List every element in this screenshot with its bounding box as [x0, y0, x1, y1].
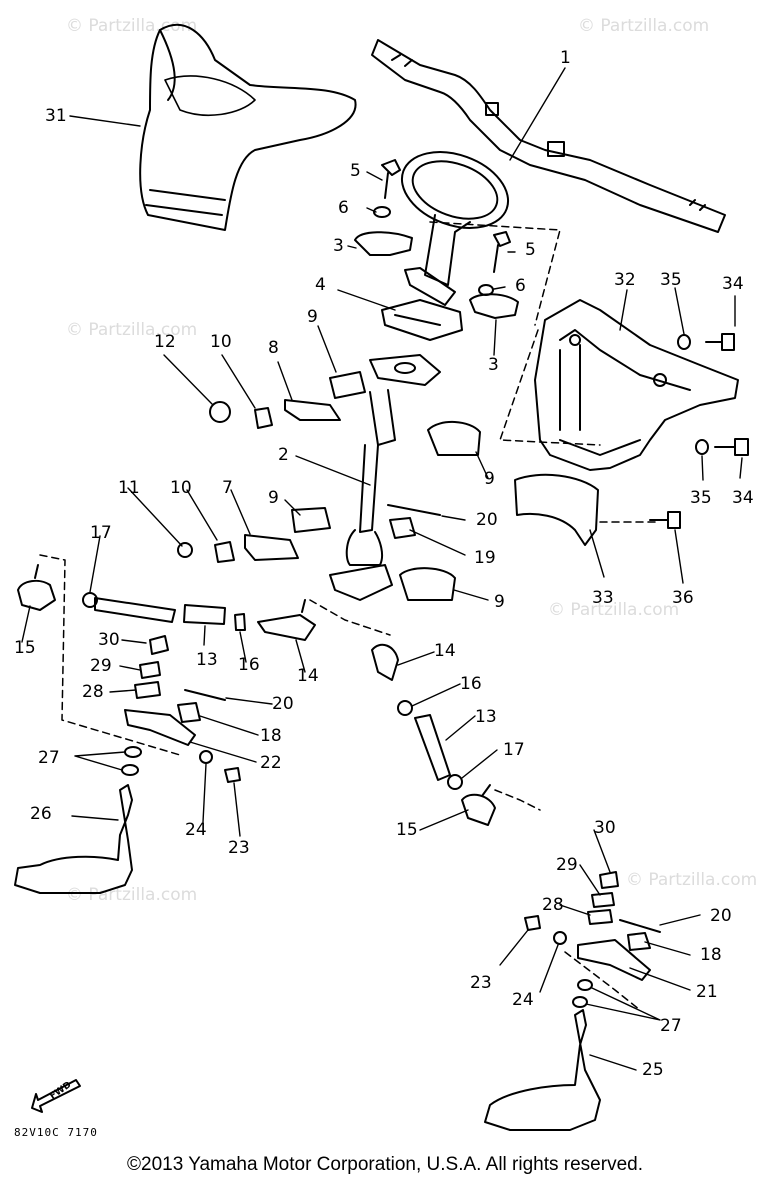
- callout-13: 13: [196, 650, 218, 670]
- callout-20: 20: [710, 906, 732, 926]
- spindle-right-part: [484, 1009, 601, 1131]
- callout-21: 21: [696, 982, 718, 1002]
- handlebar-cover-part: [139, 23, 357, 231]
- callout-27: 27: [660, 1016, 682, 1036]
- callout-9: 9: [268, 488, 279, 508]
- callout-18: 18: [260, 726, 282, 746]
- callout-29: 29: [556, 855, 578, 875]
- watermark-text: © Partzilla.com: [66, 16, 198, 36]
- callout-17: 17: [503, 740, 525, 760]
- handlebar-clamp-part: [354, 231, 519, 319]
- callout-12: 12: [154, 332, 176, 352]
- callout-32: 32: [614, 270, 636, 290]
- callout-15: 15: [14, 638, 36, 658]
- callout-31: 31: [45, 106, 67, 126]
- callout-35: 35: [660, 270, 682, 290]
- callout-2: 2: [278, 445, 289, 465]
- callout-8: 8: [268, 338, 279, 358]
- frame-bolt-part: [649, 333, 749, 529]
- watermark-text: © Partzilla.com: [66, 885, 198, 905]
- watermark-text: © Partzilla.com: [626, 870, 758, 890]
- right-knuckle-part: [524, 871, 651, 1008]
- frame-cover-part: [514, 473, 599, 546]
- callout-14: 14: [434, 641, 456, 661]
- callout-14: 14: [297, 666, 319, 686]
- callout-33: 33: [592, 588, 614, 608]
- spindle-left-part: [14, 784, 133, 894]
- watermark-text: © Partzilla.com: [548, 600, 680, 620]
- tie-rod-left-part: [17, 564, 316, 641]
- callout-15: 15: [396, 820, 418, 840]
- tie-rod-right-part: [371, 643, 496, 826]
- callout-3: 3: [333, 236, 344, 256]
- callout-27: 27: [38, 748, 60, 768]
- callout-6: 6: [338, 198, 349, 218]
- callout-23: 23: [228, 838, 250, 858]
- steering-column-part: [329, 354, 441, 601]
- callout-5: 5: [350, 161, 361, 181]
- callout-20: 20: [476, 510, 498, 530]
- callout-24: 24: [185, 820, 207, 840]
- callout-16: 16: [460, 674, 482, 694]
- callout-36: 36: [672, 588, 694, 608]
- callout-34: 34: [732, 488, 754, 508]
- callout-4: 4: [315, 275, 326, 295]
- callout-10: 10: [170, 478, 192, 498]
- callout-18: 18: [700, 945, 722, 965]
- callout-35: 35: [690, 488, 712, 508]
- callout-23: 23: [470, 973, 492, 993]
- left-knuckle-part: [121, 635, 241, 783]
- callout-10: 10: [210, 332, 232, 352]
- callout-28: 28: [82, 682, 104, 702]
- callout-5: 5: [525, 240, 536, 260]
- callout-7: 7: [222, 478, 233, 498]
- reference-lines: [39, 221, 661, 1011]
- callout-17: 17: [90, 523, 112, 543]
- callout-19: 19: [474, 548, 496, 568]
- leader-lines: [21, 67, 743, 1071]
- steering-frame-part: [534, 299, 739, 471]
- callout-3: 3: [488, 355, 499, 375]
- callout-11: 11: [118, 478, 140, 498]
- callout-30: 30: [98, 630, 120, 650]
- fwd-arrow-icon: [31, 1079, 81, 1113]
- callout-9: 9: [494, 592, 505, 612]
- callout-9: 9: [307, 307, 318, 327]
- callout-20: 20: [272, 694, 294, 714]
- callout-1: 1: [560, 48, 571, 68]
- callout-6: 6: [515, 276, 526, 296]
- callout-22: 22: [260, 753, 282, 773]
- callout-28: 28: [542, 895, 564, 915]
- callout-26: 26: [30, 804, 52, 824]
- watermark-text: © Partzilla.com: [578, 16, 710, 36]
- callout-34: 34: [722, 274, 744, 294]
- watermark-text: © Partzilla.com: [66, 320, 198, 340]
- copyright-notice: ©2013 Yamaha Motor Corporation, U.S.A. A…: [127, 1154, 643, 1175]
- handlebar-part: [371, 39, 726, 306]
- pin-part: [177, 504, 661, 951]
- callout-13: 13: [475, 707, 497, 727]
- callout-16: 16: [238, 655, 260, 675]
- bushing-part: [291, 371, 481, 601]
- callout-30: 30: [594, 818, 616, 838]
- callout-24: 24: [512, 990, 534, 1010]
- callout-29: 29: [90, 656, 112, 676]
- drawing-code: 82V10C 7170: [14, 1126, 98, 1139]
- callout-25: 25: [642, 1060, 664, 1080]
- callout-9: 9: [484, 469, 495, 489]
- bracket-part: [177, 399, 341, 563]
- bolt-part: [373, 159, 511, 296]
- clamp-base-part: [381, 299, 463, 341]
